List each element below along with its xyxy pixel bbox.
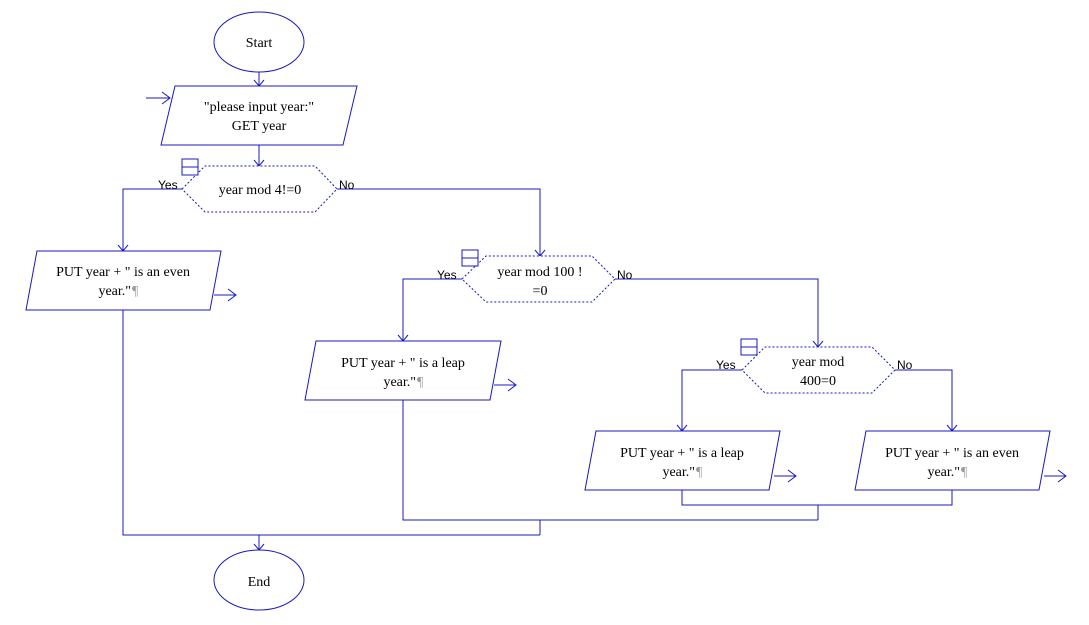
decision-mod-100-line1: year mod 100 ! [497, 265, 582, 280]
pilcrow-icon: ¶ [417, 375, 424, 390]
output-leap-inner-line2: year." [662, 465, 695, 480]
decision-mod-100[interactable]: year mod 100 ! =0 [461, 255, 616, 303]
output-even-left-line1: PUT year + " is an even [56, 265, 190, 280]
connector-d2-no [615, 278, 819, 347]
decision-mod-100-yes-label: Yes [437, 268, 457, 282]
output-leap-inner[interactable]: PUT year + " is a leap year." ¶ [584, 430, 781, 491]
output-leap-middle-line1: PUT year + " is a leap [341, 356, 465, 371]
collapse-toggle-icon[interactable] [181, 158, 199, 176]
decision-mod-4[interactable]: year mod 4!=0 [181, 165, 338, 213]
arrow-right-icon [507, 378, 517, 392]
decision-mod-400-line2: 400=0 [800, 374, 836, 389]
output-even-left-line2: year." [98, 284, 131, 299]
decision-mod-400-line1: year mod [792, 355, 844, 370]
end-terminal[interactable]: End [213, 549, 305, 611]
start-label: Start [246, 36, 273, 51]
output-even-right[interactable]: PUT year + " is an even year." ¶ [854, 430, 1051, 491]
pilcrow-icon: ¶ [961, 465, 968, 480]
output-even-left[interactable]: PUT year + " is an even year." ¶ [25, 250, 222, 311]
output-leap-inner-line1: PUT year + " is a leap [620, 446, 744, 461]
decision-mod-400-no-label: No [897, 358, 913, 372]
connector-d2-yes [402, 278, 462, 341]
pilcrow-icon: ¶ [132, 284, 139, 299]
start-terminal[interactable]: Start [213, 11, 305, 73]
decision-mod-100-no-label: No [617, 268, 633, 282]
connector-d1-no [337, 188, 541, 256]
collapse-toggle-icon[interactable] [740, 338, 758, 356]
output-leap-middle[interactable]: PUT year + " is a leap year." ¶ [304, 340, 502, 401]
decision-mod-4-yes-label: Yes [158, 178, 178, 192]
connector-d3-no [895, 369, 953, 431]
merge-d1 [122, 310, 540, 536]
output-leap-middle-line2: year." [383, 375, 416, 390]
connector-d1-yes [122, 188, 182, 251]
arrow-right-icon [787, 469, 797, 483]
pilcrow-icon: ¶ [696, 465, 703, 480]
decision-mod-400[interactable]: year mod 400=0 [741, 346, 896, 394]
decision-mod-100-line2: =0 [533, 284, 548, 299]
input-prompt-text: "please input year:" [204, 100, 314, 115]
flowchart-connectors [117, 72, 1067, 551]
end-label: End [248, 575, 271, 590]
collapse-toggle-icon[interactable] [461, 249, 479, 267]
output-even-right-line1: PUT year + " is an even [885, 446, 1019, 461]
arrow-right-icon [1057, 469, 1067, 483]
merge-d2 [402, 400, 818, 521]
merge-d3 [681, 490, 953, 506]
decision-mod-400-yes-label: Yes [716, 358, 736, 372]
input-get-text: GET year [232, 119, 287, 134]
arrow-right-icon [161, 91, 171, 105]
decision-mod-4-label: year mod 4!=0 [219, 183, 302, 198]
input-node[interactable]: "please input year:" GET year [160, 85, 358, 146]
decision-mod-4-no-label: No [339, 178, 355, 192]
connector-d3-yes [681, 369, 742, 431]
arrow-right-icon [227, 288, 237, 302]
output-even-right-line2: year." [927, 465, 960, 480]
